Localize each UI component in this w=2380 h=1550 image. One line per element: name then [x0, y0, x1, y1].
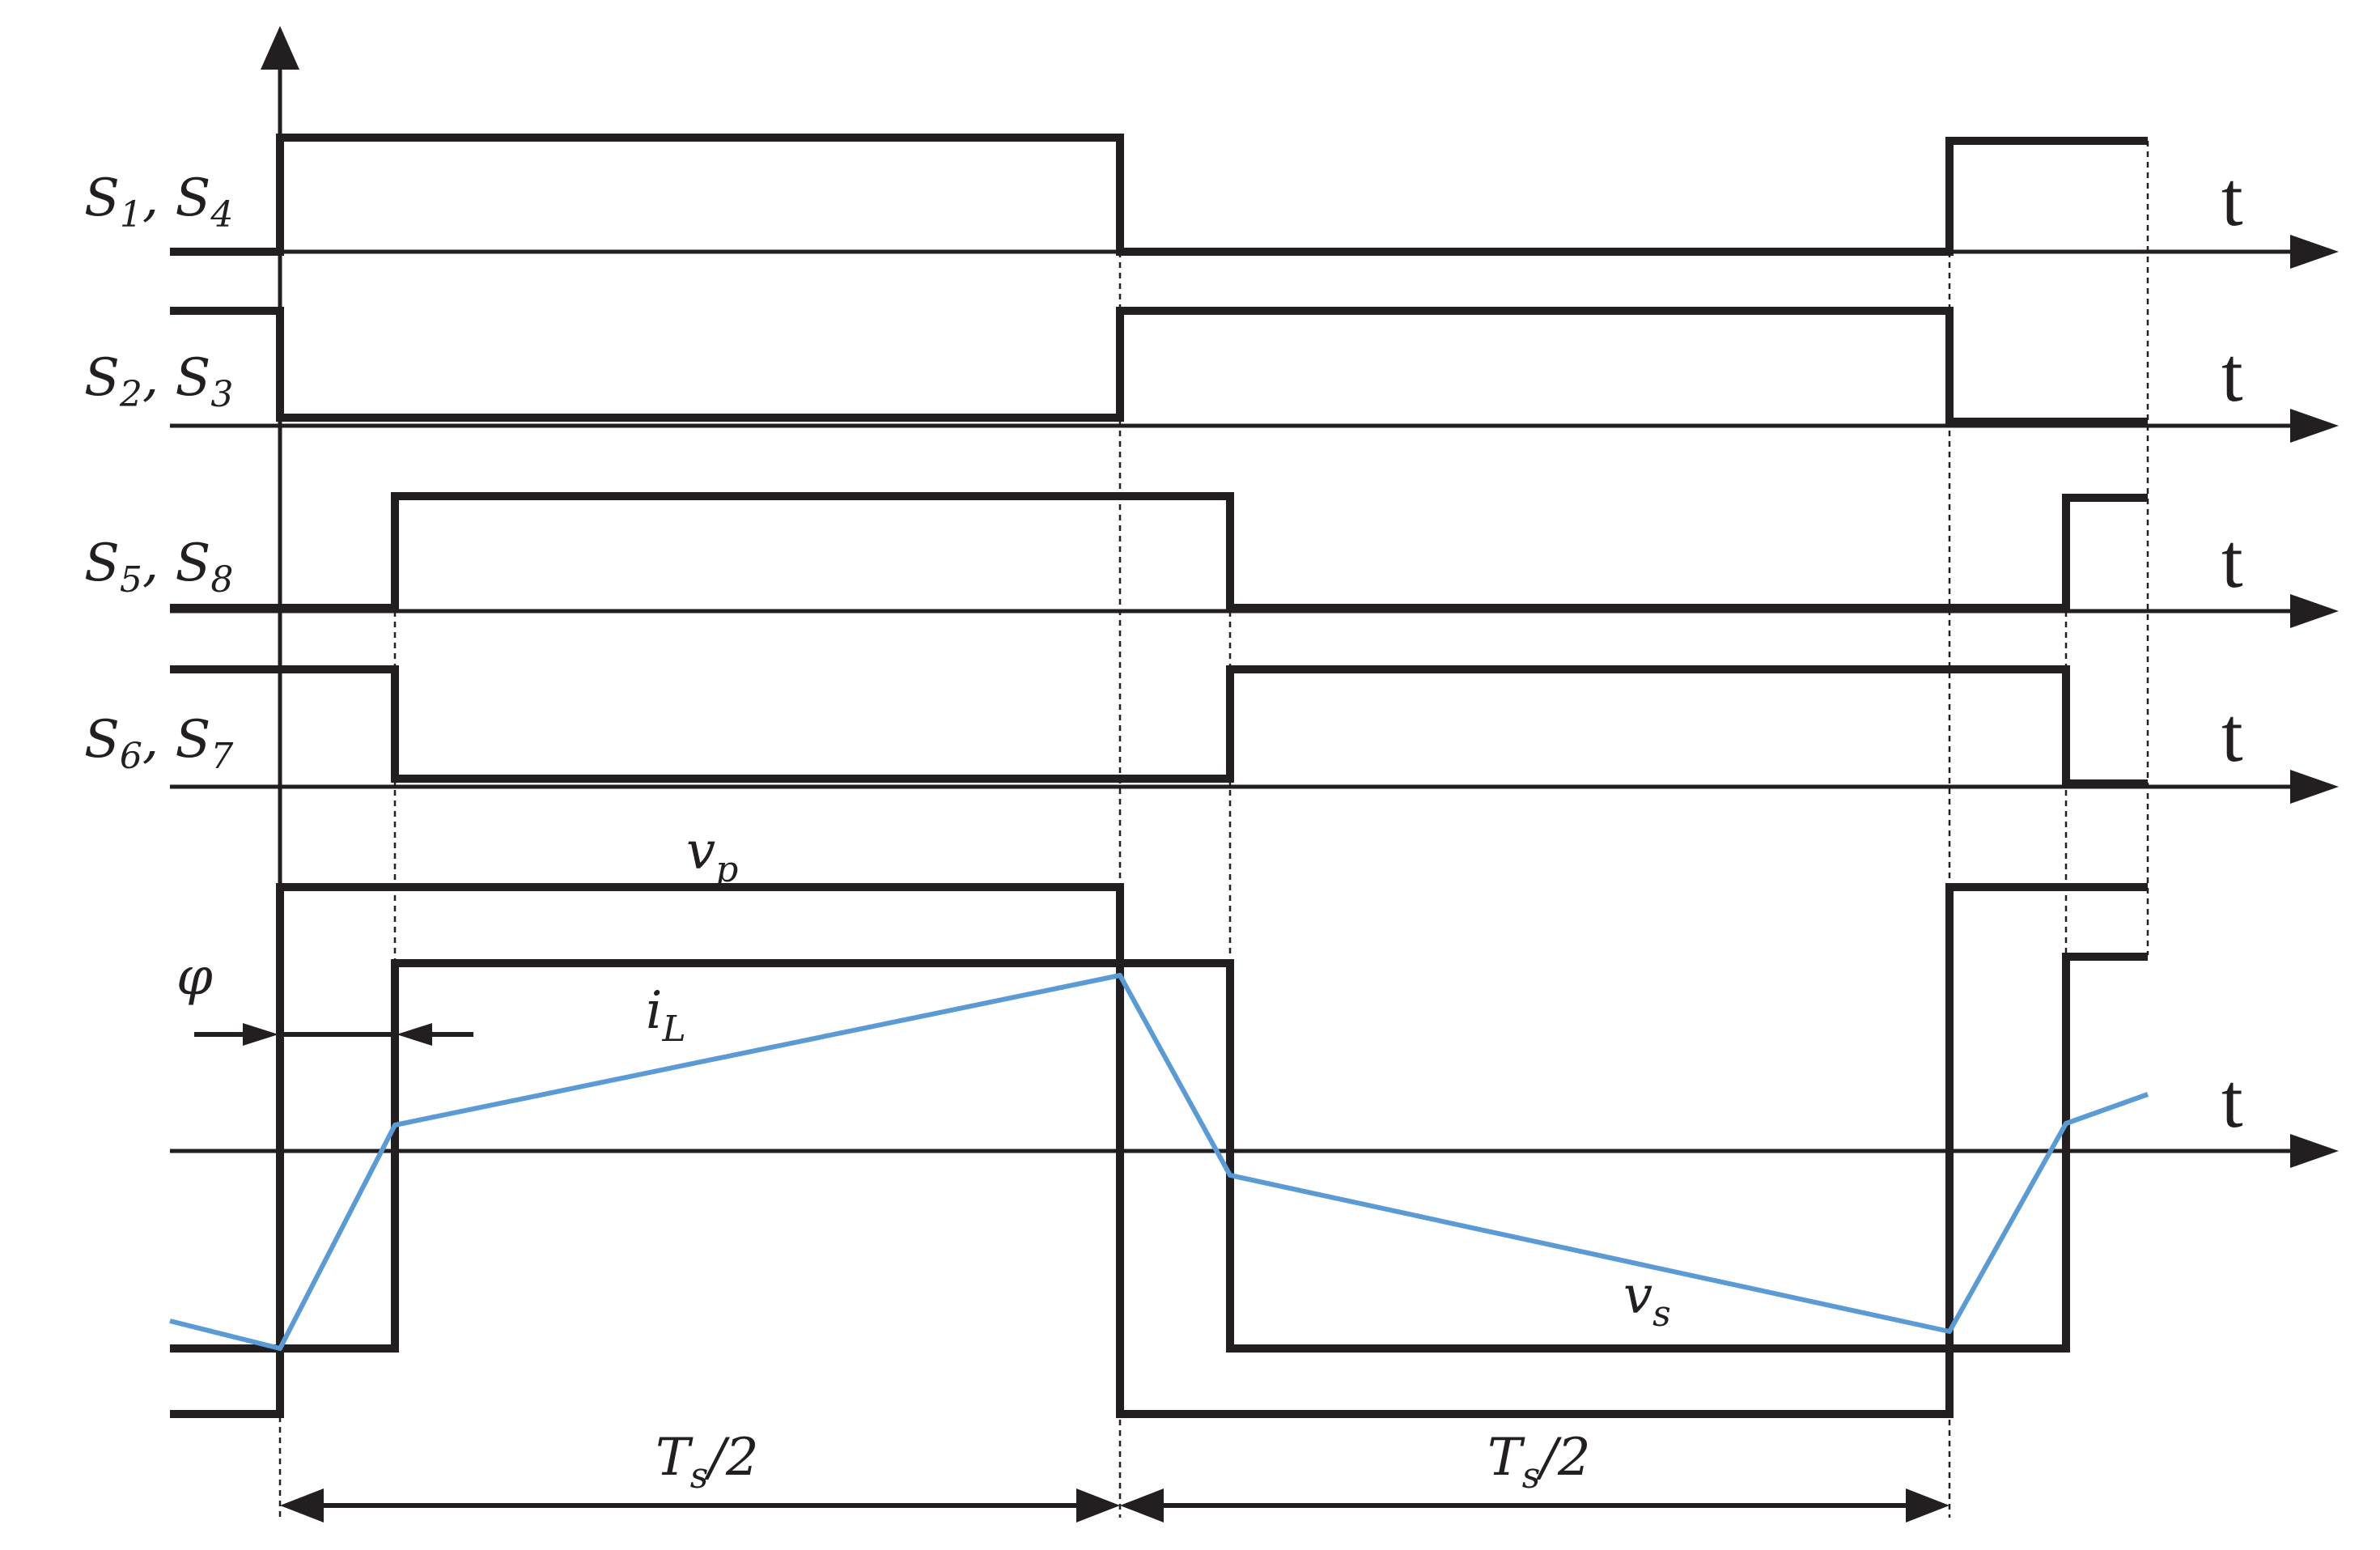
signal-label-s58: S5, S8	[84, 533, 233, 601]
waveform-labels: vp iL vs φ	[176, 822, 1671, 1335]
period-labels: Ts/2 Ts/2	[655, 1428, 1591, 1497]
signal-labels: S1, S4 S2, S3 S5, S8 S6, S7	[84, 168, 233, 777]
time-axis-main: t	[170, 1057, 2339, 1168]
half-period-label: Ts/2	[1487, 1428, 1591, 1497]
waveform-s58	[170, 492, 2148, 612]
signal-label-s67: S6, S7	[84, 710, 233, 777]
time-axis-s23: t	[170, 331, 2339, 443]
switching-waveforms	[170, 134, 2148, 788]
waveform-s14	[170, 134, 2148, 256]
time-axis-label: t	[2221, 691, 2243, 778]
bridge-voltages	[170, 883, 2148, 1418]
vp-label: vp	[686, 822, 738, 890]
time-axis-label: t	[2221, 1057, 2243, 1144]
time-axis-s67: t	[170, 691, 2339, 804]
phi-label: φ	[176, 947, 213, 1007]
vs-label: vs	[1623, 1266, 1671, 1335]
waveform-s67	[170, 665, 2148, 788]
phase-shift-marker	[194, 1023, 473, 1046]
signal-label-s14: S1, S4	[84, 168, 233, 236]
waveform-vs	[170, 953, 2148, 1353]
time-axis-label: t	[2221, 155, 2243, 242]
half-period-label: Ts/2	[655, 1428, 759, 1497]
half-period-dimension-1	[280, 1488, 1120, 1522]
inductor-current-waveform	[169, 973, 2149, 1351]
waveform-vp	[170, 883, 2148, 1418]
time-axis-label: t	[2221, 517, 2243, 604]
il-label: iL	[646, 981, 686, 1050]
half-period-dimension-2	[1120, 1488, 1949, 1522]
waveform-s23	[170, 307, 2148, 426]
signal-label-s23: S2, S3	[84, 348, 233, 415]
guide-lines	[278, 141, 2149, 1518]
time-axis-label: t	[2221, 331, 2243, 418]
